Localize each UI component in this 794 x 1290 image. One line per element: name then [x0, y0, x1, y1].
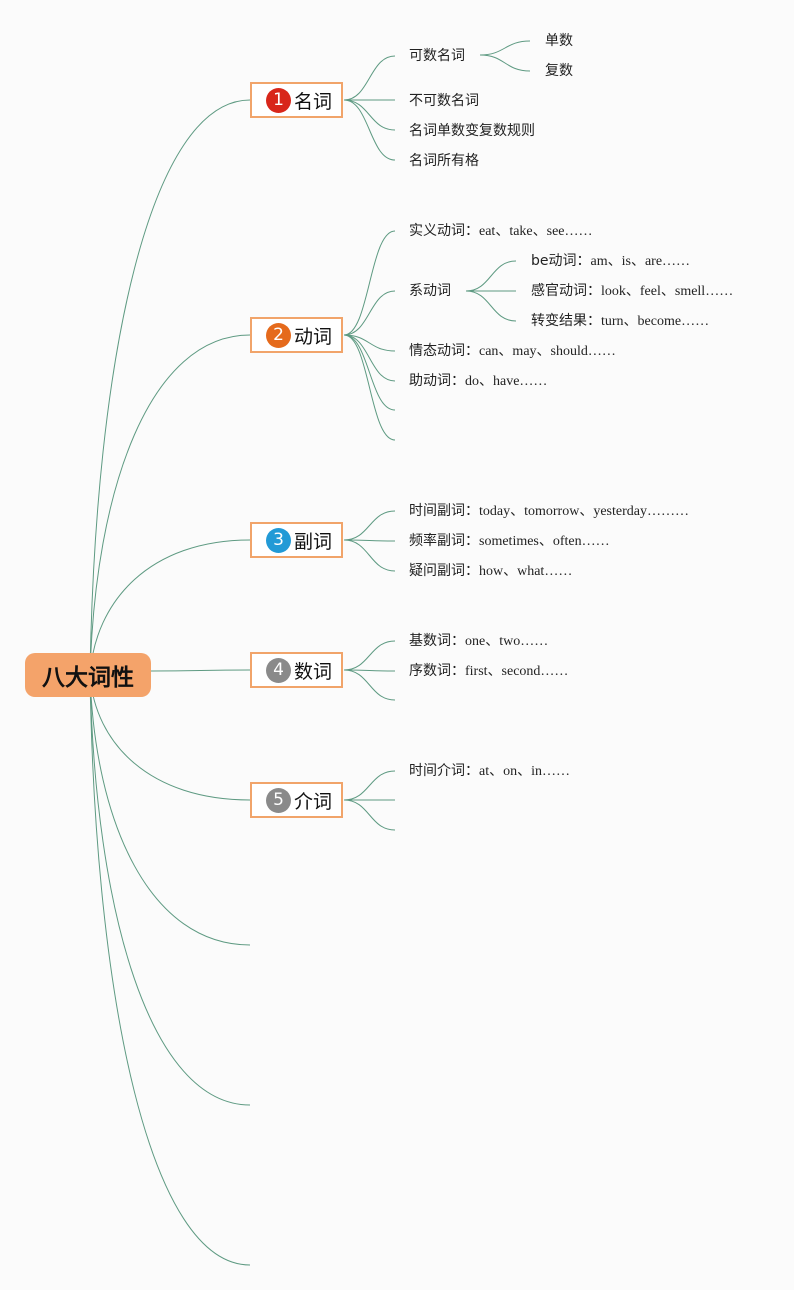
link-noun-0	[343, 55, 396, 101]
link-root-verb	[89, 334, 251, 676]
link-root-numeral	[150, 669, 251, 672]
link-root-adverb	[89, 539, 251, 676]
leaf-possessive[interactable]: 名词所有格	[409, 153, 479, 169]
link-countable-singular	[479, 40, 531, 56]
link-root-noun	[89, 99, 251, 676]
link-linking-0	[465, 260, 517, 292]
branch-label: 副词	[294, 530, 333, 553]
link-verb-5	[343, 334, 396, 441]
link-preposition-2	[343, 799, 396, 831]
link-root-empty-8	[89, 674, 251, 1266]
leaf-countable-noun[interactable]: 可数名词	[409, 48, 465, 64]
branch-label: 名词	[294, 90, 333, 113]
leaf-time-adverb[interactable]: 时间副词：today、tomorrow、yesterday………	[409, 503, 689, 519]
leaf-ordinal-number[interactable]: 序数词：first、second……	[409, 663, 569, 679]
branch-label: 介词	[294, 790, 333, 813]
leaf-plural[interactable]: 复数	[545, 63, 573, 79]
number-4-icon: 4	[266, 657, 291, 683]
link-numeral-2	[343, 669, 396, 701]
link-adverb-1	[343, 539, 396, 542]
leaf-linking-verb[interactable]: 系动词	[409, 283, 451, 299]
leaf-singular[interactable]: 单数	[545, 33, 573, 49]
branch-node-verb[interactable]: 2 动词	[250, 317, 343, 353]
link-numeral-1	[343, 669, 396, 672]
leaf-lexical-verb[interactable]: 实义动词：eat、take、see……	[409, 223, 593, 239]
link-numeral-0	[343, 640, 396, 671]
number-5-icon: 5	[266, 787, 291, 813]
link-verb-2	[343, 334, 396, 352]
link-verb-3	[343, 334, 396, 382]
branch-node-preposition[interactable]: 5 介词	[250, 782, 343, 818]
leaf-interrogative-adverb[interactable]: 疑问副词：how、what……	[409, 563, 573, 579]
link-noun-2	[343, 99, 396, 131]
link-root-empty-6	[89, 674, 251, 946]
link-noun-3	[343, 99, 396, 161]
leaf-change-verb[interactable]: 转变结果：turn、become……	[531, 313, 710, 329]
leaf-be-verb[interactable]: be动词：am、is、are……	[531, 253, 691, 269]
link-linking-2	[465, 290, 517, 322]
leaf-plural-rules[interactable]: 名词单数变复数规则	[409, 123, 535, 139]
number-3-icon: 3	[266, 527, 291, 553]
leaf-modal-verb[interactable]: 情态动词：can、may、should……	[409, 343, 616, 359]
link-preposition-0	[343, 770, 396, 801]
link-root-preposition	[89, 674, 251, 801]
leaf-uncountable-noun[interactable]: 不可数名词	[409, 93, 479, 109]
branch-node-numeral[interactable]: 4 数词	[250, 652, 343, 688]
link-verb-4	[343, 334, 396, 411]
leaf-time-preposition[interactable]: 时间介词：at、on、in……	[409, 763, 570, 779]
branch-node-adverb[interactable]: 3 副词	[250, 522, 343, 558]
link-adverb-0	[343, 510, 396, 541]
branch-label: 数词	[294, 660, 333, 683]
branch-label: 动词	[294, 325, 333, 348]
leaf-frequency-adverb[interactable]: 频率副词：sometimes、often……	[409, 533, 610, 549]
link-adverb-2	[343, 539, 396, 572]
leaf-cardinal-number[interactable]: 基数词：one、two……	[409, 633, 549, 649]
leaf-auxiliary-verb[interactable]: 助动词：do、have……	[409, 373, 548, 389]
link-root-empty-7	[89, 674, 251, 1106]
link-countable-plural	[479, 54, 531, 72]
number-1-icon: 1	[266, 87, 291, 113]
number-2-icon: 2	[266, 322, 291, 348]
link-verb-1	[343, 290, 396, 336]
link-verb-0	[343, 230, 396, 336]
leaf-sense-verb[interactable]: 感官动词：look、feel、smell……	[531, 283, 734, 299]
branch-node-noun[interactable]: 1 名词	[250, 82, 343, 118]
root-node[interactable]: 八大词性	[25, 653, 151, 697]
root-label: 八大词性	[42, 665, 134, 691]
